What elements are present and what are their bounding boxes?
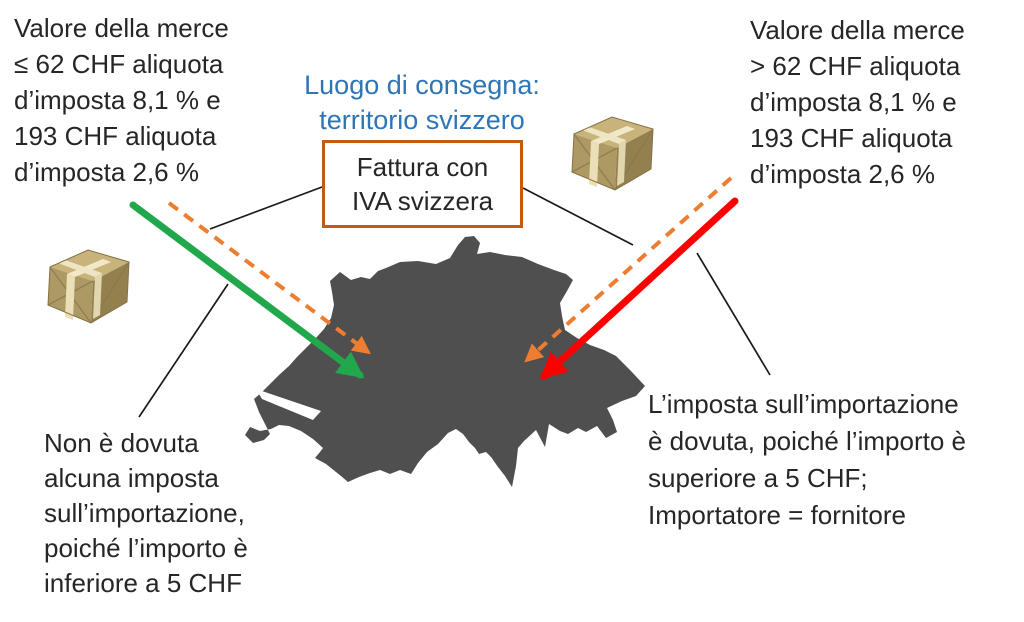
label-line: sull’importazione,	[44, 498, 245, 528]
title-line: Luogo di consegna:	[304, 70, 540, 100]
connector-left-arrow-to-bottom-left-text	[138, 283, 229, 418]
label-line: Importatore = fornitore	[648, 500, 906, 530]
label-line: ≤ 62 CHF aliquota	[14, 49, 224, 79]
label-line: alcuna imposta	[44, 463, 219, 493]
label-line: inferiore a 5 CHF	[44, 568, 242, 598]
lake-notch	[256, 389, 321, 420]
label-line: poiché l’importo è	[44, 533, 248, 563]
label-top-right: Valore della merce > 62 CHF aliquota d’i…	[750, 12, 965, 192]
label-line: d’imposta 8,1 % e	[750, 87, 957, 117]
invoice-box: Fattura con IVA svizzera	[322, 140, 523, 228]
label-line: Valore della merce	[14, 13, 229, 43]
orange-dashed-arrow-right	[524, 176, 733, 363]
label-line: L’imposta sull’importazione	[648, 389, 959, 419]
label-line: d’imposta 2,6 %	[750, 159, 935, 189]
label-line: d’imposta 8,1 % e	[14, 85, 221, 115]
label-line: > 62 CHF aliquota	[750, 51, 961, 81]
orange-dashed-arrow-left	[167, 201, 371, 355]
label-line: Non è dovuta	[44, 428, 199, 458]
label-line: 193 CHF aliquota	[14, 121, 217, 151]
invoice-box-line: IVA svizzera	[351, 186, 494, 216]
package-icon-left	[47, 249, 130, 324]
connector-box-to-left-arrows	[209, 186, 323, 230]
label-bottom-left: Non è dovuta alcuna imposta sull’importa…	[44, 426, 248, 601]
delivery-place-title: Luogo di consegna: territorio svizzero	[272, 68, 572, 138]
label-bottom-right: L’imposta sull’importazione è dovuta, po…	[648, 386, 966, 534]
label-line: superiore a 5 CHF;	[648, 463, 868, 493]
connector-red-arrow-to-bottom-right-text	[696, 252, 771, 376]
package-icon-right	[571, 116, 654, 191]
title-line: territorio svizzero	[319, 105, 525, 135]
label-line: d’imposta 2,6 %	[14, 157, 199, 187]
label-top-left: Valore della merce ≤ 62 CHF aliquota d’i…	[14, 10, 229, 190]
invoice-box-line: Fattura con	[356, 152, 489, 182]
label-line: 193 CHF aliquota	[750, 123, 953, 153]
red-arrow	[540, 197, 739, 380]
switzerland-map	[245, 236, 645, 487]
label-line: è dovuta, poiché l’importo è	[648, 426, 966, 456]
label-line: Valore della merce	[750, 15, 965, 45]
connector-box-to-right-arrows	[522, 187, 634, 246]
green-arrow	[129, 201, 365, 379]
